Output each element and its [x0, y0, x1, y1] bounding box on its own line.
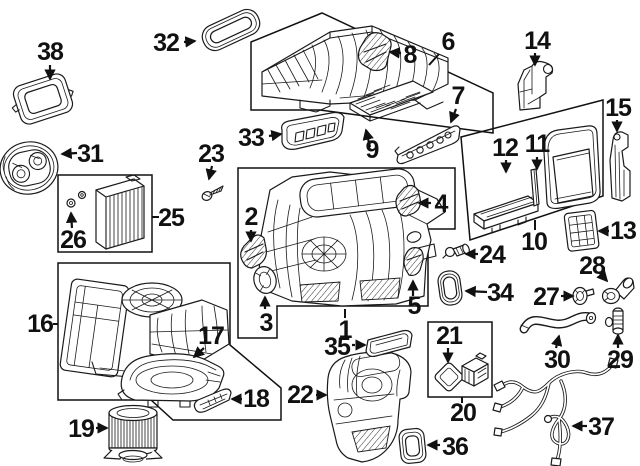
- part-19-blower-motor: [103, 404, 163, 463]
- part-label-15: 15: [605, 94, 632, 122]
- assembly-box-16: [57, 262, 282, 421]
- part-label-26: 26: [60, 226, 86, 254]
- part-label-27: 27: [533, 283, 559, 311]
- callout-arrow-7: [449, 108, 460, 124]
- part-31-inlet: [0, 141, 59, 195]
- part-label-24: 24: [479, 241, 506, 269]
- part-label-5: 5: [408, 292, 422, 320]
- part-label-33: 33: [238, 124, 264, 152]
- part-32-seal: [201, 8, 261, 52]
- part-label-23: 23: [198, 140, 224, 168]
- part-label-13: 13: [610, 217, 636, 245]
- callout-arrow-9: [362, 128, 374, 148]
- assembly-box-25: [57, 174, 153, 253]
- callout-arrow-30: [551, 334, 563, 349]
- part-5-grommet: [403, 247, 424, 277]
- part-22-lower-case: [326, 351, 412, 463]
- part-label-30: 30: [544, 346, 570, 374]
- part-label-29: 29: [607, 346, 633, 374]
- part-label-11: 11: [525, 130, 551, 158]
- part-3-grommet: [253, 266, 277, 294]
- part-label-2: 2: [245, 203, 258, 231]
- callout-arrow-26: [65, 211, 78, 229]
- part-28-elbow: [601, 277, 635, 305]
- callout-arrow-17: [192, 346, 206, 359]
- part-label-22: 22: [287, 381, 313, 409]
- part-label-36: 36: [442, 433, 468, 461]
- part-label-17: 17: [198, 322, 224, 350]
- callout-arrow-28: [596, 269, 609, 283]
- part-label-37: 37: [588, 413, 614, 441]
- part-10-evaporator: [543, 125, 601, 210]
- assembly-box-20: [427, 321, 493, 398]
- part-label-21: 21: [436, 322, 463, 350]
- part-label-20: 20: [450, 399, 476, 427]
- callout-labels: 1 2 3 4 5 6 7 8 9 10 11 12 13 14 15 16 1…: [27, 27, 637, 461]
- part-13-pad: [563, 209, 600, 252]
- callout-arrow-34: [464, 285, 488, 298]
- part-18-duct: [193, 388, 232, 413]
- part-36-seal: [398, 427, 427, 464]
- part-label-8: 8: [404, 41, 418, 69]
- assembly-box-1: [237, 167, 456, 339]
- part-label-1: 1: [339, 316, 353, 344]
- part-label-12: 12: [492, 134, 518, 162]
- part-8-actuator: [357, 32, 392, 72]
- part-label-9: 9: [366, 136, 379, 164]
- part-34-seal: [437, 270, 463, 306]
- callout-arrow-31: [60, 147, 78, 160]
- callout-arrows: [44, 36, 624, 451]
- callout-arrow-23: [205, 165, 217, 181]
- part-label-38: 38: [37, 38, 64, 66]
- part-label-28: 28: [579, 252, 606, 280]
- part-35-tray: [365, 329, 413, 358]
- callout-arrow-32: [183, 36, 197, 48]
- part-38-seal: [11, 73, 74, 125]
- part-30-hose: [519, 311, 597, 334]
- part-17-scroll: [117, 353, 225, 408]
- callout-arrow-8: [388, 47, 402, 59]
- part-label-4: 4: [435, 190, 449, 218]
- part-7-strip: [394, 125, 461, 165]
- part-27-grommet: [572, 286, 595, 306]
- assembly-box-6: [250, 12, 494, 134]
- part-label-32: 32: [153, 29, 179, 57]
- part-2-actuator: [240, 234, 267, 269]
- part-26-fasteners: [66, 190, 87, 208]
- part-9-filter: [349, 80, 434, 122]
- callout-arrow-33: [268, 129, 283, 142]
- part-label-14: 14: [524, 27, 551, 55]
- part-4-actuator: [395, 184, 421, 217]
- part-37-harness: [492, 357, 619, 466]
- part-21-gasket-and-valve: [434, 352, 489, 392]
- part-label-25: 25: [158, 204, 185, 232]
- part-label-3: 3: [260, 309, 273, 337]
- part-label-31: 31: [77, 140, 104, 168]
- part-label-6: 6: [442, 28, 455, 56]
- part-label-34: 34: [487, 279, 514, 307]
- part-label-19: 19: [68, 415, 94, 443]
- part-label-18: 18: [243, 385, 270, 413]
- part-33-tray: [281, 111, 345, 150]
- callout-line-6: [428, 53, 440, 66]
- part-label-35: 35: [324, 333, 351, 361]
- assembly-box-10: [460, 99, 604, 242]
- part-label-7: 7: [452, 82, 465, 110]
- part-label-16: 16: [27, 310, 53, 338]
- part-label-10: 10: [521, 228, 547, 256]
- part-25-core: [95, 174, 145, 250]
- part-23-screw: [201, 185, 224, 201]
